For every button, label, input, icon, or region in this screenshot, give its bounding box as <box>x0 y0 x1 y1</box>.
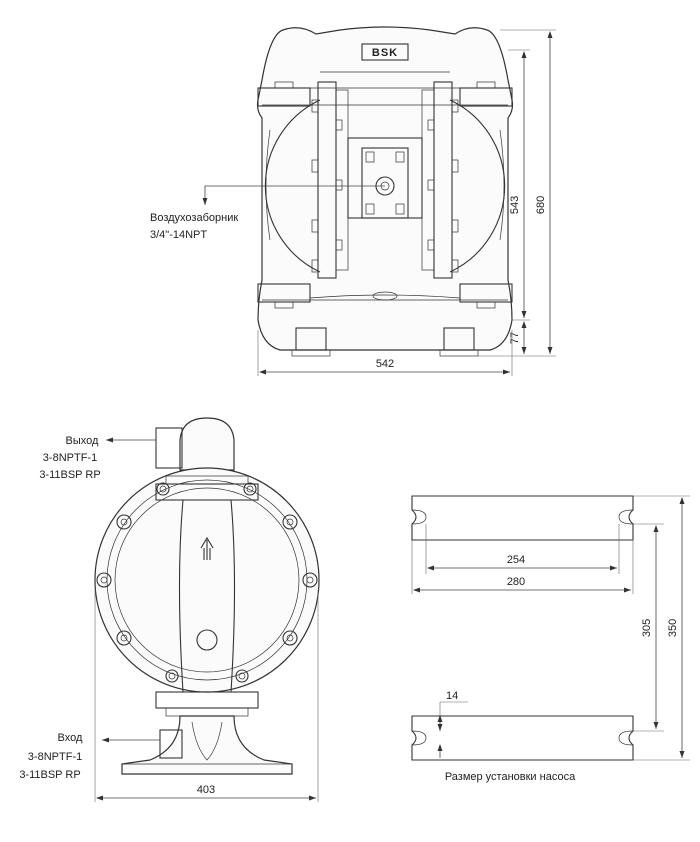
dim-height-center: 543 <box>509 196 521 214</box>
side-view: Выход 3-8NPTF-1 3-11BSP RP Вход 3-8NPTF-… <box>19 417 320 802</box>
dim-width-side: 403 <box>197 784 215 796</box>
dim-height-total: 680 <box>535 196 547 214</box>
air-inlet-label: Воздухозаборник <box>150 212 238 224</box>
inlet-label: Вход <box>58 732 83 744</box>
front-view-outline <box>256 26 514 351</box>
inlet-port <box>159 729 183 759</box>
dim-height-base: 77 <box>509 332 521 344</box>
dim-outer-height: 350 <box>667 619 679 637</box>
mounting-caption: Размер установки насоса <box>445 771 576 783</box>
inlet-thread-bsp: 3-11BSP RP <box>19 769 80 781</box>
dim-slot-width: 14 <box>446 690 458 702</box>
dim-inner-height: 305 <box>641 619 653 637</box>
dim-width-front: 542 <box>376 358 394 370</box>
dim-slot-spacing: 254 <box>507 554 525 566</box>
inlet-thread-npt: 3-8NPTF-1 <box>28 751 82 763</box>
dim-total-length: 280 <box>507 576 525 588</box>
front-view: BSK <box>150 26 556 376</box>
outlet-label: Выход <box>66 435 99 447</box>
mounting-plate-bottom <box>411 715 634 761</box>
side-view-chamber <box>94 467 320 693</box>
mounting-plate-top <box>411 495 634 541</box>
brand-logo-text: BSK <box>372 47 398 59</box>
brand-logo-box <box>361 43 409 61</box>
outlet-port <box>155 427 183 469</box>
outlet-thread-npt: 3-8NPTF-1 <box>43 452 97 464</box>
outlet-thread-bsp: 3-11BSP RP <box>39 469 100 481</box>
mounting-footprint: 254 280 14 305 350 Размер установки насо… <box>411 495 690 783</box>
air-inlet-thread: 3/4"-14NPT <box>150 229 207 241</box>
